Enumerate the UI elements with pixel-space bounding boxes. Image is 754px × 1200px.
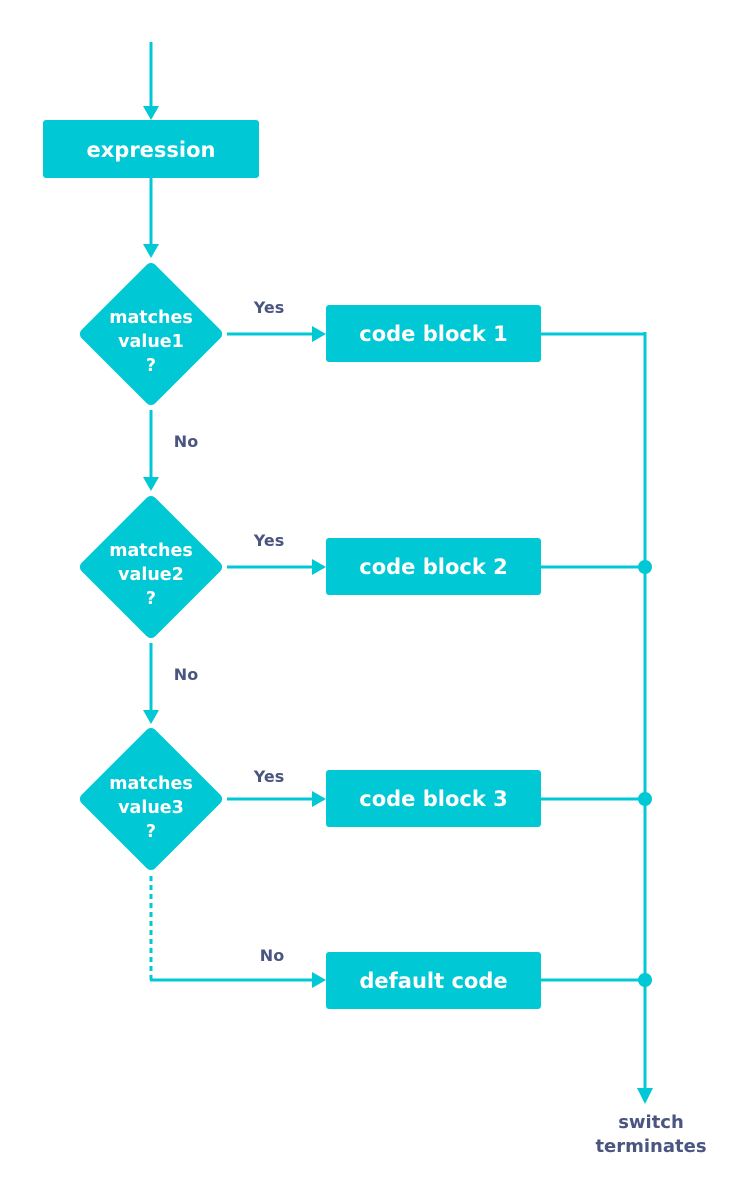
decision-2-line-2: value2: [118, 565, 184, 585]
junction-dot-block3: [638, 792, 652, 806]
code-block-1-label: code block 1: [359, 322, 507, 346]
junction-dot-block2: [638, 560, 652, 574]
decision-2-line-3: ?: [146, 589, 156, 609]
decision-3-no-label: No: [260, 946, 284, 965]
decision-2-yes-label: Yes: [253, 531, 285, 550]
expression-box: expression: [43, 120, 259, 178]
decision-2-no-label: No: [174, 665, 198, 684]
decision-1-yes-label: Yes: [253, 298, 285, 317]
exit-arrowhead: [637, 1088, 653, 1104]
decision1-yes-arrowhead: [312, 326, 326, 342]
entry-arrowhead: [143, 106, 159, 120]
code-block-2-box: code block 2: [326, 538, 541, 595]
decision-3-yes-label: Yes: [253, 767, 285, 786]
code-block-1-box: code block 1: [326, 305, 541, 362]
junction-dot-default: [638, 973, 652, 987]
default-code-box: default code: [326, 952, 541, 1009]
decision-3: matches value3 ?: [79, 727, 223, 871]
code-block-3-box: code block 3: [326, 770, 541, 827]
decision1-arrowhead: [143, 244, 159, 258]
decision-3-line-3: ?: [146, 822, 156, 842]
decision2-yes-arrowhead: [312, 559, 326, 575]
connectors: [143, 42, 653, 1104]
decision-1-no-label: No: [174, 432, 198, 451]
decision-3-line-1: matches: [109, 774, 193, 794]
code-block-2-label: code block 2: [359, 555, 507, 579]
expression-label: expression: [87, 138, 216, 162]
decision-3-line-2: value3: [118, 798, 184, 818]
end-label-line-2: terminates: [595, 1136, 706, 1157]
decision-1-line-3: ?: [146, 356, 156, 376]
decision2-arrowhead: [143, 477, 159, 491]
decision3-arrowhead: [143, 710, 159, 724]
decision-1-line-1: matches: [109, 308, 193, 328]
decision-1-line-2: value1: [118, 332, 184, 352]
decision-1: matches value1 ?: [79, 262, 223, 406]
decision-2: matches value2 ?: [79, 495, 223, 639]
code-block-3-label: code block 3: [359, 787, 507, 811]
decision-2-line-1: matches: [109, 541, 193, 561]
end-label-line-1: switch: [618, 1112, 684, 1133]
default-arrowhead: [312, 972, 326, 988]
decision3-yes-arrowhead: [312, 791, 326, 807]
default-code-label: default code: [359, 969, 507, 993]
